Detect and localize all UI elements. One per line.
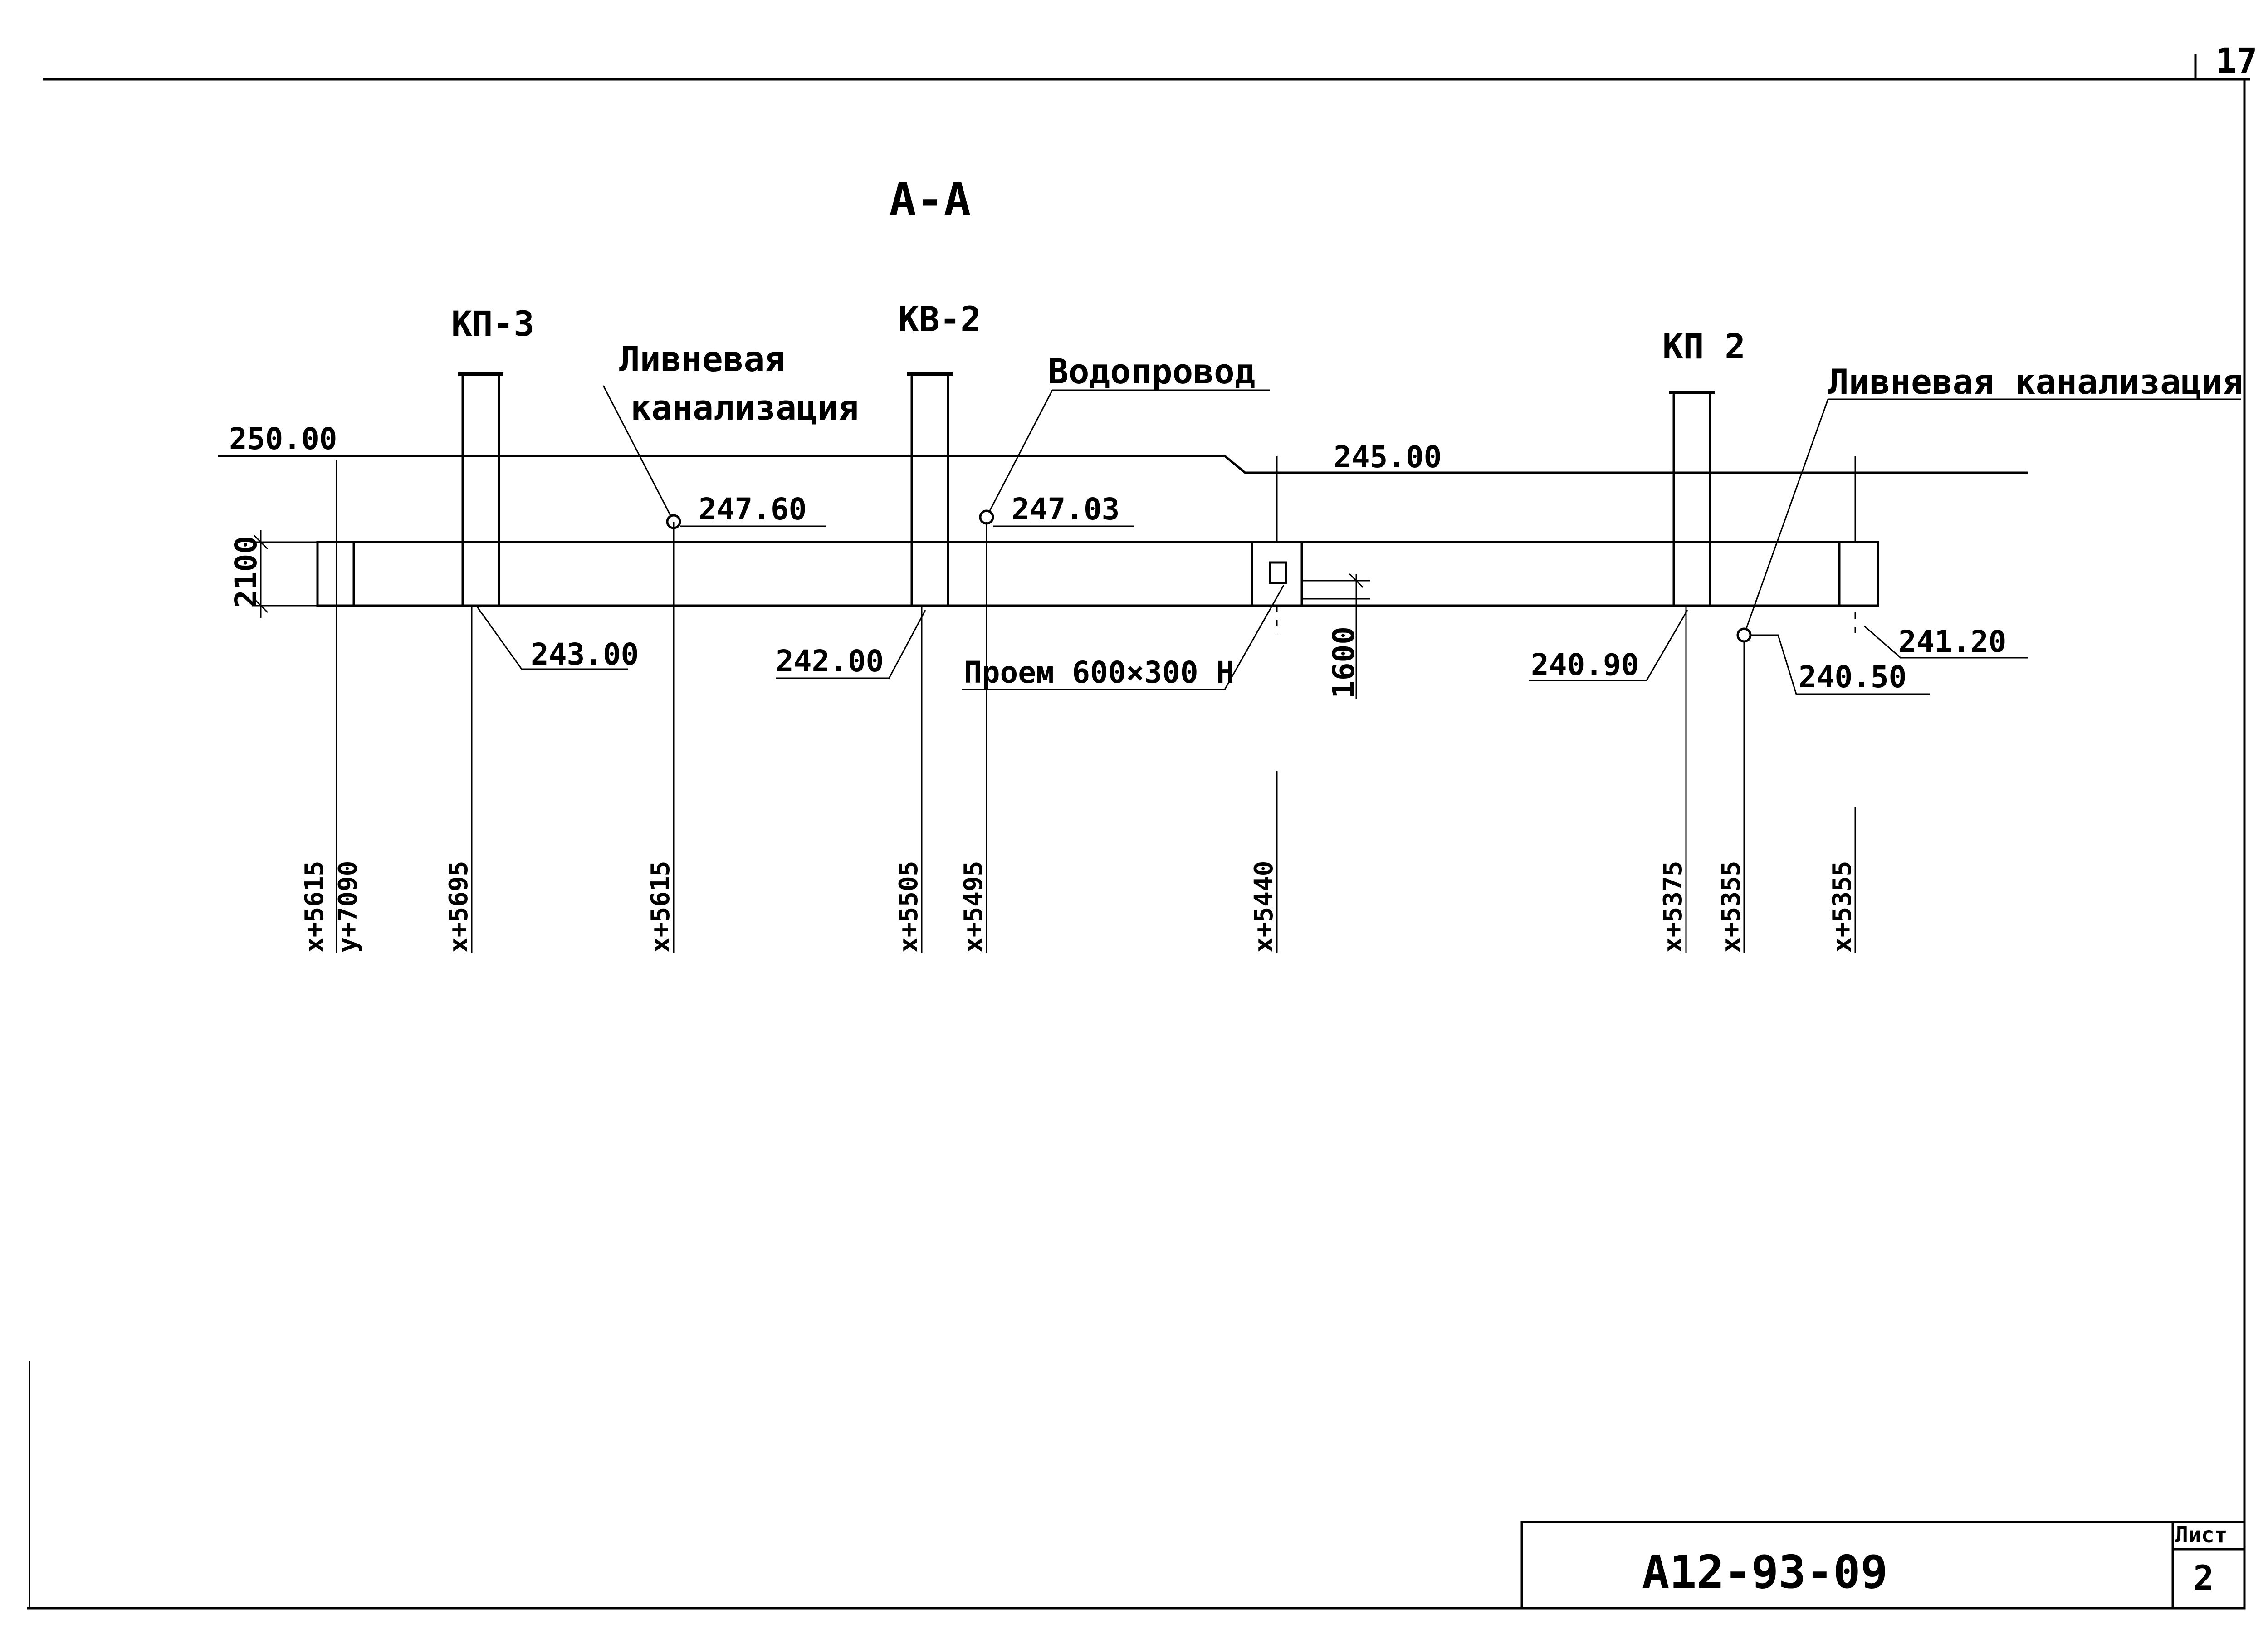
tunnel-body xyxy=(316,541,1879,607)
opening-label: Проем 600×300 Н xyxy=(964,655,1234,690)
coord-label: x+5355 xyxy=(1716,861,1746,953)
leaders xyxy=(218,385,2241,695)
coord-label: x+5615 xyxy=(300,861,329,953)
structure-label-kv2: КВ-2 xyxy=(898,299,981,339)
coord-label: x+5505 xyxy=(894,861,924,953)
sheet-value: 2 xyxy=(2193,1558,2214,1598)
sheet-number: 17 xyxy=(2216,40,2258,81)
shaft-kv2 xyxy=(907,372,953,607)
storm-pipe-left-marker xyxy=(666,514,681,529)
coord-label: x+5615 xyxy=(646,861,675,953)
opening-depth-label: 1600 xyxy=(1326,626,1361,699)
elevation-storm-left: 247.60 xyxy=(699,492,807,527)
coord-label: x+5495 xyxy=(959,861,988,953)
coord-label: x+5695 xyxy=(444,861,474,953)
shaft-kp2 xyxy=(1669,391,1715,607)
coord-label: x+5355 xyxy=(1828,861,1857,953)
storm-label-left-2: канализация xyxy=(631,387,859,428)
title-block xyxy=(1520,1521,2246,1610)
storm-label-left-1: Ливневая xyxy=(619,339,785,379)
elevation-ground-right: 245.00 xyxy=(1334,440,1442,475)
elevation-water-supply: 247.03 xyxy=(1012,492,1119,527)
water-supply-label: Водопровод xyxy=(1048,351,1256,391)
height-dimension-label: 2100 xyxy=(229,536,264,608)
drawing-frame xyxy=(27,54,2250,1610)
coord-label: y+7090 xyxy=(333,861,363,953)
coord-label: x+5375 xyxy=(1658,861,1688,953)
elevation-kp3-bottom: 243.00 xyxy=(531,637,639,672)
elevation-kv2-bottom: 242.00 xyxy=(776,644,884,679)
elevation-ground-left: 250.00 xyxy=(229,421,337,456)
storm-pipe-right-marker xyxy=(1736,627,1752,643)
tunnel-end-left xyxy=(316,541,355,607)
opening-marker xyxy=(1269,561,1287,584)
opening-dimension xyxy=(1302,573,1370,699)
shaft-kp3 xyxy=(458,372,503,607)
coord-label: x+5440 xyxy=(1249,861,1279,953)
coordinate-lines xyxy=(336,456,1856,953)
elevation-end-right: 241.20 xyxy=(1898,624,2006,659)
structure-label-kp3: КП-3 xyxy=(451,303,534,344)
sheet-label: Лист xyxy=(2175,1522,2228,1548)
elevation-storm-right: 240.50 xyxy=(1799,660,1906,695)
height-dimension xyxy=(252,530,318,618)
storm-label-right: Ливневая канализация xyxy=(1828,362,2243,402)
section-title: А-А xyxy=(889,173,971,226)
elevation-kp2-bottom: 240.90 xyxy=(1531,647,1639,682)
tunnel-end-right xyxy=(1838,541,1879,607)
doc-code: А12-93-09 xyxy=(1642,1546,1888,1599)
ground-line xyxy=(218,455,2028,474)
water-pipe-marker xyxy=(979,509,994,525)
structure-label-kp2: КП 2 xyxy=(1662,326,1745,367)
